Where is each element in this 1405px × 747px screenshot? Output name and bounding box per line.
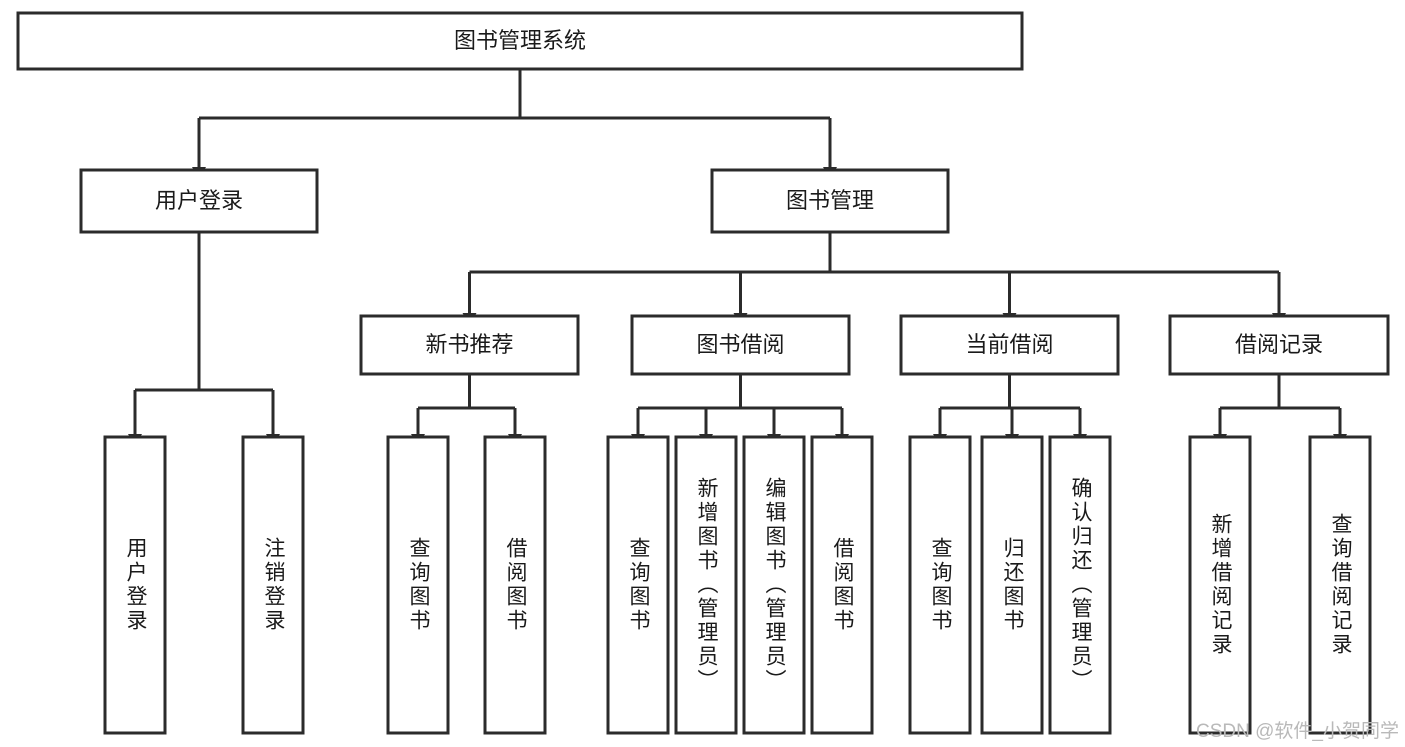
box-layer <box>16 11 1390 735</box>
node-box-用户登录[interactable] <box>103 435 167 735</box>
node-label-新书推荐: 新书推荐 <box>425 332 513 357</box>
node-label-图书管理系统: 图书管理系统 <box>454 28 586 53</box>
node-label-当前借阅: 当前借阅 <box>965 332 1053 357</box>
node-box-借阅图书[interactable] <box>810 435 874 735</box>
node-box-用户登录[interactable] <box>79 168 319 234</box>
node-box-注销登录[interactable] <box>241 435 305 735</box>
node-box-查询图书[interactable] <box>386 435 450 735</box>
node-box-图书管理系统[interactable] <box>16 11 1024 71</box>
csdn-watermark: CSDN @软件_小贺同学 <box>1196 721 1399 742</box>
node-label-图书借阅: 图书借阅 <box>696 332 784 357</box>
node-label-用户登录: 用户登录 <box>155 188 243 213</box>
node-box-借阅图书[interactable] <box>483 435 547 735</box>
node-box-查询图书[interactable] <box>908 435 972 735</box>
node-box-新书推荐[interactable] <box>359 314 580 376</box>
node-box-归还图书[interactable] <box>980 435 1044 735</box>
node-box-编辑图书管理员[interactable] <box>742 435 806 735</box>
node-box-借阅记录[interactable] <box>1168 314 1390 376</box>
node-box-新增借阅记录[interactable] <box>1188 435 1252 735</box>
node-box-查询借阅记录[interactable] <box>1308 435 1372 735</box>
node-box-新增图书管理员[interactable] <box>674 435 738 735</box>
node-box-查询图书[interactable] <box>606 435 670 735</box>
node-box-图书借阅[interactable] <box>630 314 851 376</box>
node-label-图书管理: 图书管理 <box>786 188 874 213</box>
node-label-借阅记录: 借阅记录 <box>1235 332 1323 357</box>
node-box-图书管理[interactable] <box>710 168 950 234</box>
node-box-确认归还管理员[interactable] <box>1048 435 1112 735</box>
node-box-当前借阅[interactable] <box>899 314 1120 376</box>
edge-layer <box>128 69 1347 446</box>
